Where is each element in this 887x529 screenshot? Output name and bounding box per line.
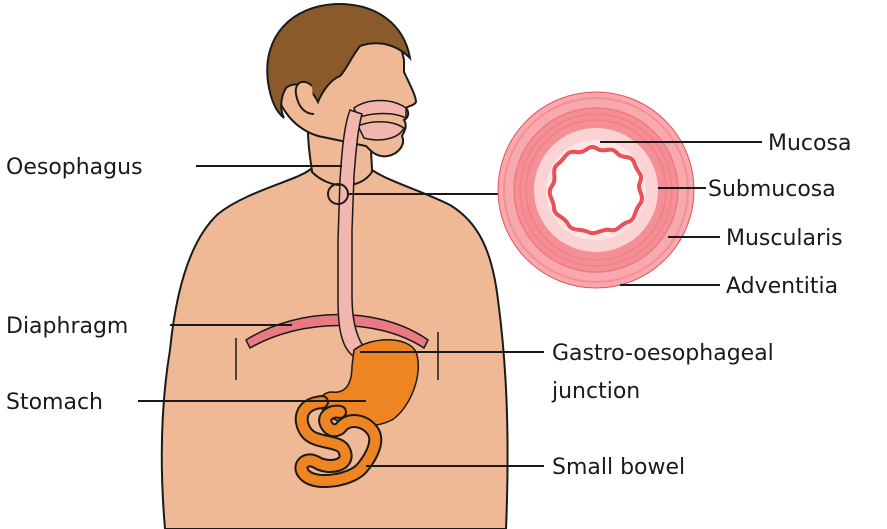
label-oesophagus: Oesophagus <box>6 155 143 180</box>
label-gastro-line1: Gastro-oesophageal <box>552 341 774 366</box>
label-stomach: Stomach <box>6 390 103 415</box>
label-submucosa: Submucosa <box>708 177 836 202</box>
oesophagus-cross-section <box>498 92 694 288</box>
label-small-bowel: Small bowel <box>552 455 685 480</box>
label-diaphragm: Diaphragm <box>6 314 128 339</box>
mucosa-folds <box>550 147 642 233</box>
label-mucosa: Mucosa <box>768 131 851 156</box>
label-adventitia: Adventitia <box>726 274 838 299</box>
label-gastro-line2: junction <box>551 379 640 404</box>
label-muscularis: Muscularis <box>726 226 843 251</box>
